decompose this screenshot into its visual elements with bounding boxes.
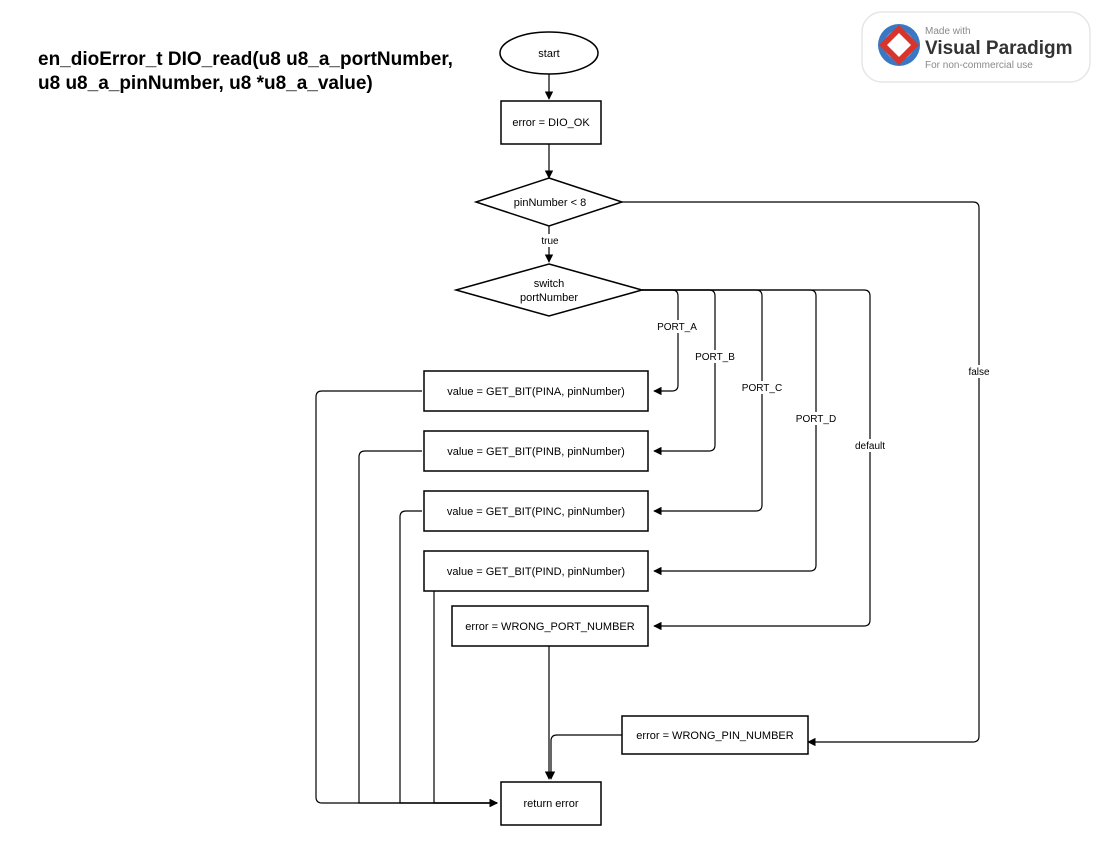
title-line-2: u8 u8_a_pinNumber, u8 *u8_a_value) (38, 73, 373, 94)
wrong-pin-label: error = WRONG_PIN_NUMBER (636, 730, 793, 742)
read-b-label: value = GET_BIT(PINB, pinNumber) (447, 446, 625, 458)
wrong-port-label: error = WRONG_PORT_NUMBER (465, 621, 634, 633)
pin-check-decision (473, 177, 625, 227)
label-port-d: PORT_D (796, 414, 836, 425)
label-false: false (968, 367, 990, 378)
start-label: start (538, 48, 559, 60)
edge-switch-default (642, 289, 871, 631)
visual-paradigm-logo-icon (878, 24, 920, 66)
label-true: true (541, 236, 559, 247)
switch-decision (453, 263, 645, 317)
watermark-made-with: Made with (925, 26, 971, 37)
read-d-label: value = GET_BIT(PIND, pinNumber) (447, 566, 625, 578)
return-label: return error (523, 798, 578, 810)
wrong-port-box (451, 605, 649, 647)
edge-read-b-to-return (358, 450, 498, 808)
nodes (423, 31, 809, 826)
init-label: error = DIO_OK (512, 117, 590, 129)
edge-pin-check-false (622, 201, 980, 747)
watermark-brand: Visual Paradigm (925, 38, 1073, 59)
switch-label-line-2: portNumber (520, 292, 578, 304)
init-process-box (500, 100, 602, 145)
label-port-b: PORT_B (695, 352, 735, 363)
wrong-pin-box (621, 715, 809, 755)
edge-read-a-to-return (315, 390, 498, 808)
edge-read-d-to-return (433, 591, 498, 808)
node-labels: start error = DIO_OK pinNumber < 8 switc… (447, 48, 794, 810)
edges (315, 74, 980, 808)
read-a-label: value = GET_BIT(PINA, pinNumber) (447, 386, 625, 398)
visual-paradigm-watermark: Made with Visual Paradigm For non-commer… (861, 11, 1091, 83)
edge-read-c-to-return (399, 510, 498, 808)
switch-label-line-1: switch (534, 278, 565, 290)
pin-check-label: pinNumber < 8 (514, 197, 586, 209)
read-d-box (423, 550, 649, 592)
edge-wrong-pin-to-return (546, 734, 622, 780)
read-b-box (423, 430, 649, 472)
edge-labels: true false PORT_A PORT_B PORT_C PORT_D d… (538, 234, 993, 452)
read-c-label: value = GET_BIT(PINC, pinNumber) (447, 506, 625, 518)
start-terminal (499, 31, 599, 75)
read-c-box (423, 490, 649, 532)
watermark-note: For non-commercial use (925, 60, 1033, 71)
label-default: default (855, 441, 885, 452)
label-port-c: PORT_C (742, 383, 782, 394)
return-box (500, 781, 602, 826)
read-a-box (423, 370, 649, 412)
function-signature-title: en_dioError_t DIO_read(u8 u8_a_portNumbe… (38, 48, 453, 96)
title-line-1: en_dioError_t DIO_read(u8 u8_a_portNumbe… (38, 49, 453, 70)
label-port-a: PORT_A (657, 322, 697, 333)
